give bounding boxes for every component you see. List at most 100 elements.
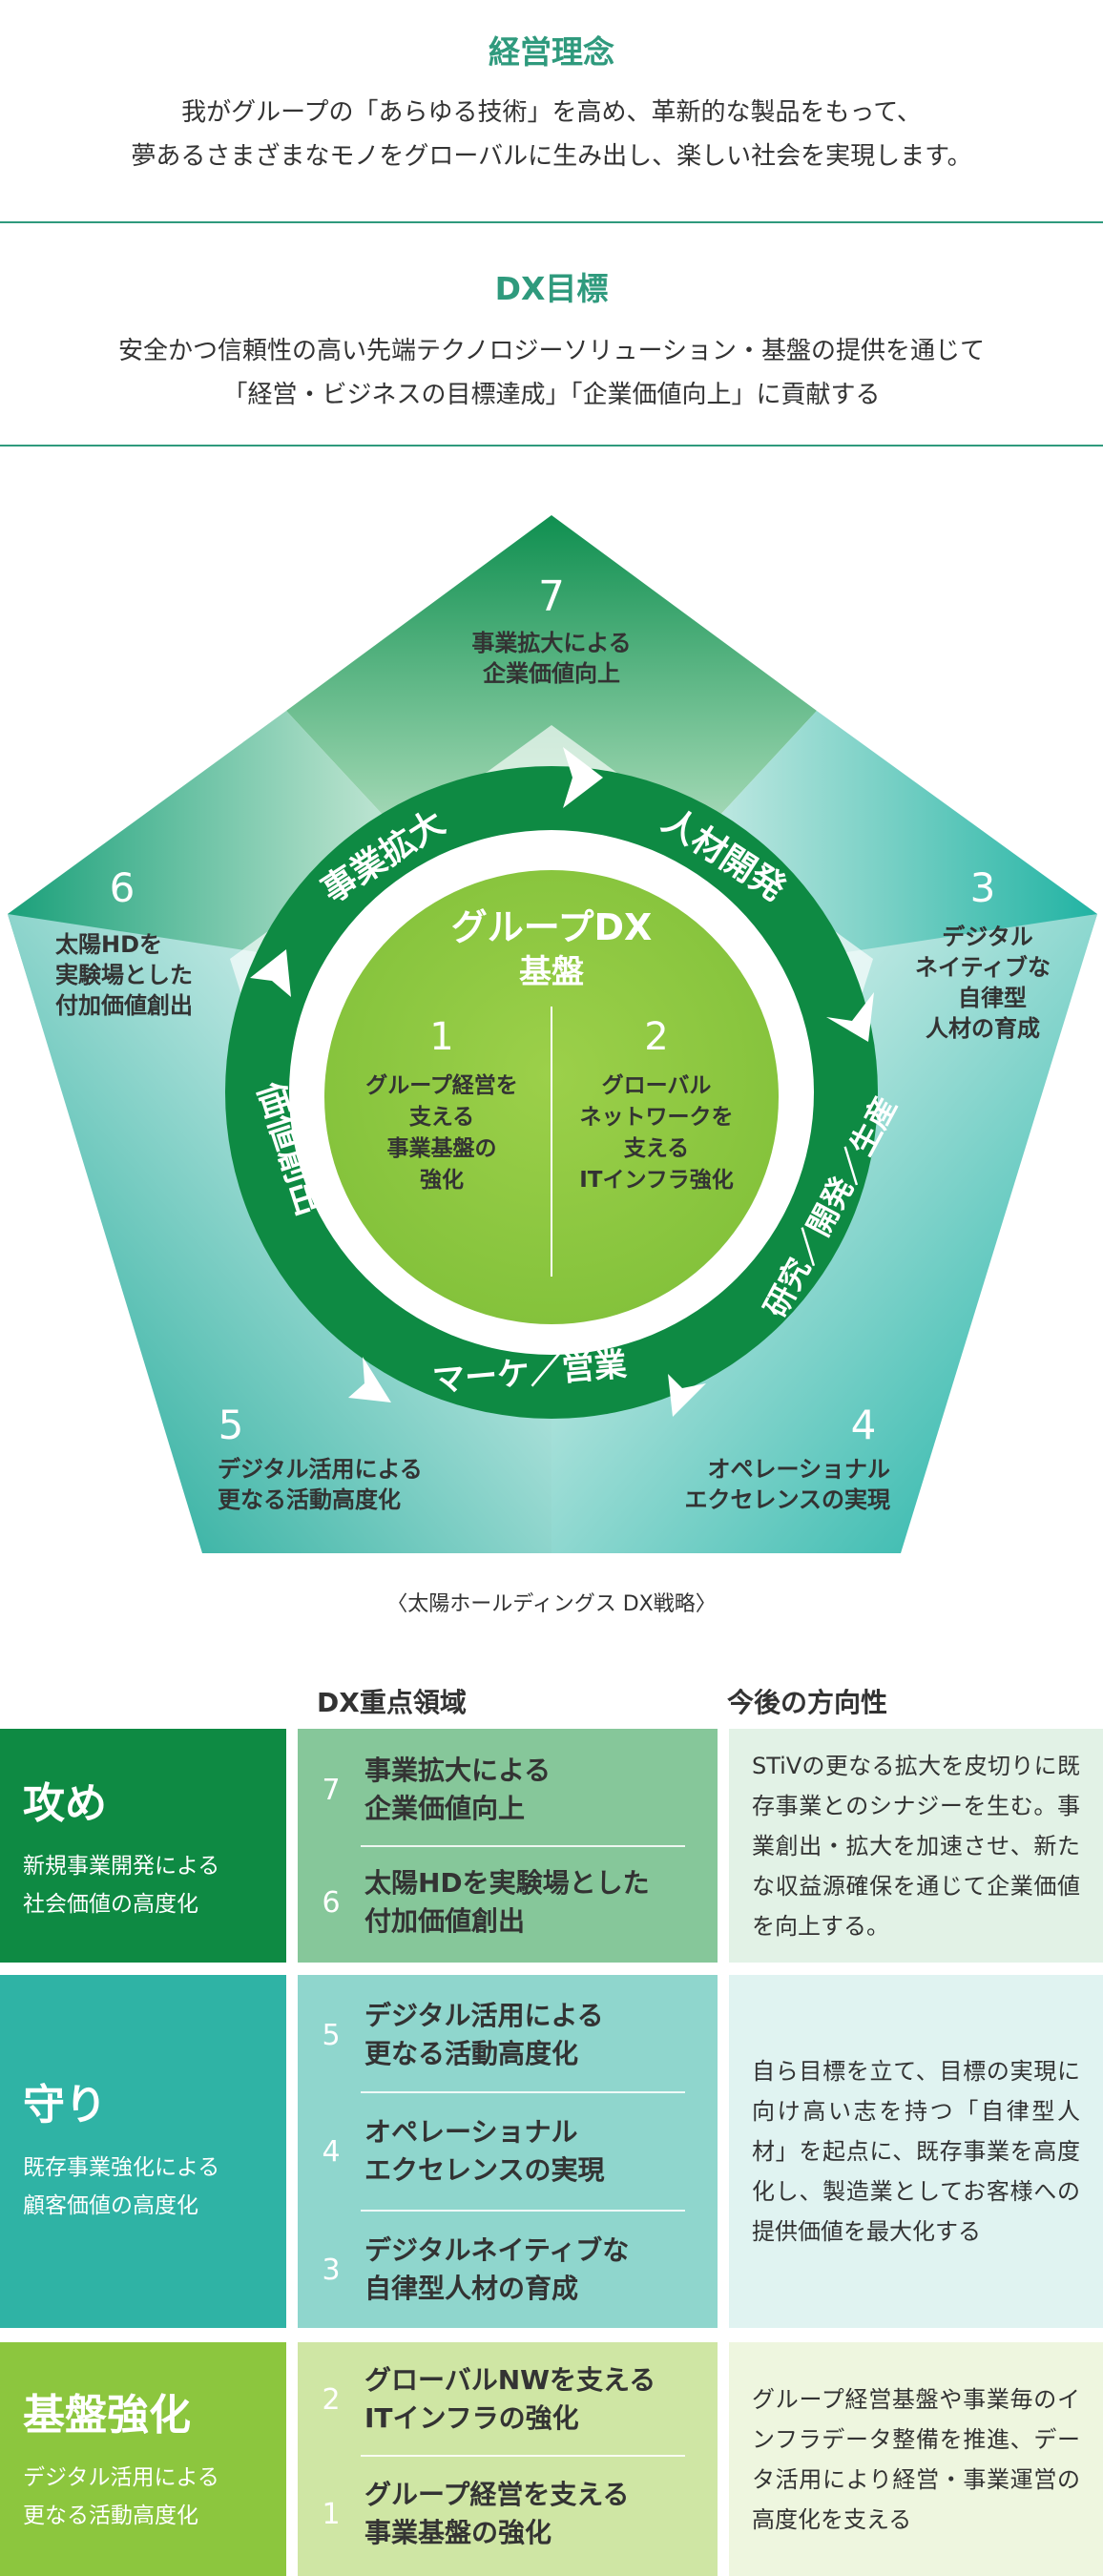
- row-defense-sub: 顧客価値の高度化: [23, 2193, 198, 2218]
- row-foundation-focus: 2 グローバルNWを支える ITインフラの強化 1 グループ経営を支える 事業基…: [298, 2342, 718, 2576]
- point-6-line: 実験場とした: [55, 962, 193, 988]
- ring-arrow-top: [563, 747, 603, 808]
- philosophy-text: 我がグループの「あらゆる技術」を高め、革新的な製品をもって、 夢あるさまざまなモ…: [0, 91, 1103, 178]
- focus-item-label: 太陽HDを実験場とした 付加価値創出: [364, 1867, 650, 1937]
- focus-item-num: 2: [322, 2382, 341, 2417]
- focus-item: 3 デジタルネイティブな 自律型人材の育成: [298, 2219, 718, 2320]
- point-5-num: 5: [219, 1402, 244, 1448]
- center-left-line: グループ経営を: [365, 1072, 518, 1098]
- focus-item-label: デジタル活用による 更なる活動高度化: [364, 2000, 604, 2069]
- focus-item-num: 7: [322, 1773, 341, 1807]
- focus-item-num: 3: [322, 2253, 341, 2287]
- center-left-line: 強化: [420, 1167, 464, 1193]
- philosophy-title: 経営理念: [489, 33, 614, 71]
- row-attack-direction: STiVの更なる拡大を皮切りに既存事業とのシナジーを生む。事業創出・拡大を加速さ…: [729, 1729, 1103, 1963]
- point-3-line: 自律型: [958, 985, 1027, 1011]
- center-right-num: 2: [644, 1015, 668, 1059]
- point-3-num: 3: [970, 864, 996, 911]
- focus-item-label: デジタルネイティブな 自律型人材の育成: [364, 2234, 630, 2304]
- point-6: 6 太陽HDを 実験場とした 付加価値創出: [55, 864, 193, 1019]
- ring-arrows: [250, 747, 874, 1417]
- ring-arrow-bottom-left: [348, 1357, 391, 1402]
- ring-arrow-left: [250, 949, 291, 997]
- focus-divider: [361, 2455, 685, 2457]
- ring-arrow-right: [826, 992, 874, 1042]
- focus-item: 6 太陽HDを実験場とした 付加価値創出: [298, 1855, 718, 1950]
- row-attack-sub: 新規事業開発による: [23, 1854, 220, 1879]
- focus-item: 4 オペレーショナル エクセレンスの実現: [298, 2101, 718, 2202]
- focus-divider: [361, 1845, 685, 1847]
- focus-item: 2 グローバルNWを支える ITインフラの強化: [298, 2352, 718, 2447]
- center-right-line: ITインフラ強化: [579, 1167, 734, 1193]
- center-left-num: 1: [429, 1015, 453, 1059]
- point-4-line: オペレーショナル: [707, 1456, 890, 1483]
- center-right-block: 2 グローバル ネットワークを 支える ITインフラ強化: [579, 1015, 734, 1193]
- dx-goal-title: DX目標: [494, 270, 609, 307]
- focus-item: 1 グループ経営を支える 事業基盤の強化: [298, 2466, 718, 2562]
- center-left-line: 支える: [408, 1105, 474, 1130]
- divider: [0, 445, 1103, 447]
- focus-item-num: 6: [322, 1885, 341, 1920]
- center-right-line: 支える: [623, 1136, 689, 1161]
- point-4-num: 4: [851, 1402, 877, 1448]
- row-defense-sub: 既存事業強化による: [23, 2155, 220, 2180]
- center-title-2: 基盤: [519, 953, 584, 991]
- point-3-line: ネイティブな: [915, 954, 1051, 981]
- dx-strategy-diagram: グループDX 基盤 1 グループ経営を 支える 事業基盤の 強化 2 グローバル…: [8, 515, 1097, 1553]
- focus-item: 5 デジタル活用による 更なる活動高度化: [298, 1984, 718, 2086]
- center-title-1: グループDX: [451, 906, 653, 948]
- point-3-line: 人材の育成: [926, 1015, 1040, 1042]
- point-7: 7 事業拡大による 企業価値向上: [471, 572, 631, 687]
- row-defense-focus: 5 デジタル活用による 更なる活動高度化 4 オペレーショナル エクセレンスの実…: [298, 1975, 718, 2328]
- point-5-line: デジタル活用による: [218, 1456, 423, 1483]
- point-5-line: 更なる活動高度化: [218, 1486, 401, 1513]
- row-defense-category: 守り 既存事業強化による 顧客価値の高度化: [0, 1975, 286, 2328]
- row-foundation-category: 基盤強化 デジタル活用による 更なる活動高度化: [0, 2342, 286, 2576]
- center-left-block: 1 グループ経営を 支える 事業基盤の 強化: [365, 1015, 518, 1193]
- focus-item-num: 1: [322, 2497, 341, 2531]
- point-5: 5 デジタル活用による 更なる活動高度化: [218, 1402, 423, 1513]
- philosophy-line-1: 我がグループの「あらゆる技術」を高め、革新的な製品をもって、: [181, 98, 922, 127]
- ring-arrow-bottom-right: [668, 1374, 706, 1417]
- philosophy-line-2: 夢あるさまざまなモノをグローバルに生み出し、楽しい社会を実現します。: [131, 142, 972, 171]
- point-3: 3 デジタル ネイティブな 自律型 人材の育成: [915, 864, 1051, 1042]
- focus-item-label: オペレーショナル エクセレンスの実現: [364, 2116, 605, 2186]
- point-3-line: デジタル: [942, 924, 1033, 950]
- focus-item: 7 事業拡大による 企業価値向上: [298, 1742, 718, 1838]
- center-right-line: グローバル: [602, 1072, 712, 1098]
- row-defense-direction: 自ら目標を立て、目標の実現に向け高い志を持つ「自律型人材」を起点に、既存事業を高…: [729, 1975, 1103, 2328]
- point-6-line: 付加価値創出: [55, 992, 193, 1019]
- center-left-line: 事業基盤の: [387, 1135, 497, 1161]
- point-4-line: エクセレンスの実現: [684, 1486, 890, 1513]
- divider: [0, 221, 1103, 223]
- focus-divider: [361, 2091, 685, 2093]
- diagram-caption: 〈太陽ホールディングス DX戦略〉: [386, 1592, 717, 1616]
- dx-goal-line-2: 「経営・ビジネスの目標達成」「企業価値向上」に貢献する: [222, 381, 881, 409]
- focus-item-label: グローバルNWを支える ITインフラの強化: [364, 2364, 656, 2434]
- row-attack-focus: 7 事業拡大による 企業価値向上 6 太陽HDを実験場とした 付加価値創出: [298, 1729, 718, 1963]
- point-6-num: 6: [110, 864, 135, 911]
- column-header-focus: DX重点領域: [317, 1687, 467, 1718]
- point-7-num: 7: [538, 572, 565, 621]
- column-header-direction: 今後の方向性: [727, 1687, 888, 1718]
- focus-item-label: グループ経営を支える 事業基盤の強化: [364, 2479, 630, 2548]
- point-7-line: 事業拡大による: [471, 630, 631, 656]
- row-foundation-direction: グループ経営基盤や事業毎のインフラデータ整備を推進、データ活用により経営・事業運…: [729, 2342, 1103, 2576]
- row-defense-title: 守り: [23, 2081, 107, 2129]
- focus-item-num: 5: [322, 2018, 341, 2052]
- dx-goal-line-1: 安全かつ信頼性の高い先端テクノロジーソリューション・基盤の提供を通じて: [118, 337, 985, 365]
- focus-divider: [361, 2210, 685, 2212]
- point-6-line: 太陽HDを: [55, 931, 162, 958]
- point-7-line: 企業価値向上: [483, 660, 620, 687]
- row-foundation-title: 基盤強化: [23, 2391, 191, 2440]
- dx-goal-text: 安全かつ信頼性の高い先端テクノロジーソリューション・基盤の提供を通じて 「経営・…: [0, 329, 1103, 417]
- row-attack-category: 攻め 新規事業開発による 社会価値の高度化: [0, 1729, 286, 1963]
- focus-item-label: 事業拡大による 企業価値向上: [364, 1755, 552, 1824]
- center-right-line: ネットワークを: [580, 1105, 734, 1130]
- row-foundation-sub: デジタル活用による: [23, 2465, 219, 2490]
- row-attack-title: 攻め: [23, 1779, 107, 1828]
- row-attack-sub: 社会価値の高度化: [23, 1892, 198, 1917]
- row-foundation-sub: 更なる活動高度化: [23, 2503, 198, 2528]
- focus-item-num: 4: [322, 2134, 341, 2169]
- point-4: 4 オペレーショナル エクセレンスの実現: [684, 1402, 890, 1513]
